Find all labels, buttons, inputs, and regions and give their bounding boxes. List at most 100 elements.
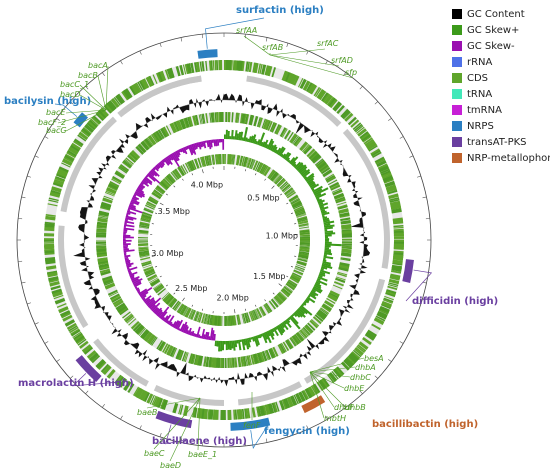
- gc-skew-bar: [309, 183, 317, 189]
- legend-item: GC Skew+: [452, 22, 548, 38]
- gc-skew-bar: [130, 200, 139, 206]
- gc-skew-bar: [167, 155, 172, 161]
- cds-stripe: [200, 114, 203, 125]
- cds-stripe: [302, 143, 310, 153]
- cds-stripe: [392, 257, 404, 261]
- cds-stripe: [286, 396, 294, 408]
- cds-stripe: [314, 158, 324, 166]
- cds-stripe: [246, 355, 251, 366]
- cds-stripe: [162, 126, 169, 137]
- cds-stripe: [283, 185, 292, 193]
- cds-stripe: [286, 339, 293, 349]
- cds-stripe: [115, 302, 126, 310]
- cds-stripe: [114, 300, 124, 308]
- cds-stripe: [112, 298, 123, 306]
- cds-stripe: [163, 344, 170, 354]
- cds-stripe: [234, 357, 238, 368]
- cds-stripe: [301, 143, 309, 152]
- cds-stripe: [198, 312, 203, 323]
- cds-stripe: [271, 67, 277, 78]
- gc-skew-bar: [160, 311, 168, 320]
- cds-stripe: [48, 276, 59, 282]
- cds-stripe: [284, 187, 293, 195]
- gc-skew-bar: [128, 271, 133, 275]
- cds-stripe: [257, 352, 261, 363]
- gc-skew-bar: [322, 260, 331, 265]
- cds-stripe: [137, 81, 144, 92]
- cds-stripe: [188, 161, 194, 171]
- cds-stripe: [393, 226, 404, 229]
- cds-stripe: [250, 354, 255, 365]
- cds-stripe: [96, 234, 107, 238]
- gc-skew-bar: [271, 328, 275, 333]
- cds-stripe: [144, 269, 155, 275]
- cds-stripe: [354, 125, 364, 133]
- scale-tick: [159, 202, 164, 206]
- cds-stripe: [58, 306, 68, 312]
- scale-tick: [280, 193, 283, 196]
- cds-stripe: [52, 182, 64, 188]
- cds-stripe: [206, 314, 209, 325]
- cds-stripe: [259, 63, 263, 74]
- cds-stripe: [281, 70, 288, 81]
- gc-skew-bar: [255, 335, 260, 346]
- outer-tick: [409, 322, 414, 325]
- cds-stripe: [310, 152, 319, 161]
- cds-stripe: [264, 167, 271, 177]
- gene-label: mbtH: [324, 414, 346, 423]
- cds-stripe: [389, 200, 401, 206]
- gc-skew-bar: [125, 261, 131, 265]
- gc-skew-bar: [129, 274, 135, 278]
- scale-tick: [201, 169, 204, 174]
- cds-stripe: [146, 202, 156, 208]
- gene-label: baeB: [137, 408, 157, 417]
- cds-stripe: [74, 138, 84, 146]
- cds-stripe: [96, 240, 107, 242]
- gc-skew-bar: [297, 164, 307, 173]
- cds-stripe: [154, 285, 164, 292]
- gc-skew-bar: [269, 329, 275, 337]
- cds-stripe: [248, 311, 254, 322]
- cds-stripe: [393, 224, 404, 228]
- gc-skew-bar: [145, 175, 149, 178]
- cds-stripe: [286, 190, 295, 198]
- cds-stripe: [285, 284, 295, 291]
- cds-stripe: [247, 61, 250, 72]
- cds-stripe: [71, 142, 81, 151]
- cluster-label: bacillaene (high): [152, 436, 247, 447]
- cds-stripe: [307, 322, 316, 331]
- gc-skew-bar: [243, 338, 247, 346]
- cds-stripe: [221, 315, 223, 326]
- cds-stripe: [193, 62, 198, 73]
- gc-skew-bar: [197, 141, 202, 150]
- cds-stripe: [161, 292, 170, 300]
- scale-label: 2.5 Mbp: [175, 284, 207, 293]
- gc-skew-bar: [225, 129, 228, 140]
- cds-stripe: [181, 351, 187, 362]
- cds-stripe: [298, 223, 309, 226]
- cds-stripe: [281, 183, 290, 192]
- gc-skew-bar: [147, 300, 156, 308]
- gene-leader: [269, 54, 354, 79]
- cds-stripe: [68, 325, 78, 332]
- cds-stripe: [308, 150, 318, 159]
- cds-stripe: [295, 138, 303, 147]
- gc-skew-bar: [218, 139, 221, 143]
- cds-stripe: [180, 118, 187, 129]
- cds-stripe: [140, 79, 148, 90]
- cds-stripe: [264, 304, 271, 314]
- cds-stripe: [229, 357, 231, 368]
- cds-stripe: [299, 231, 310, 233]
- gc-skew-bar: [302, 171, 311, 178]
- cds-stripe: [236, 112, 239, 123]
- cds-stripe: [228, 315, 231, 326]
- cds-stripe: [262, 405, 267, 416]
- cds-stripe: [134, 387, 143, 398]
- cds-stripe: [152, 191, 161, 198]
- gc-baseline: [83, 99, 365, 381]
- cds-stripe: [375, 315, 386, 322]
- cds-stripe: [296, 213, 306, 218]
- cds-stripe: [289, 196, 299, 203]
- cds-stripe: [44, 248, 55, 252]
- gc-skew-bar: [321, 214, 325, 218]
